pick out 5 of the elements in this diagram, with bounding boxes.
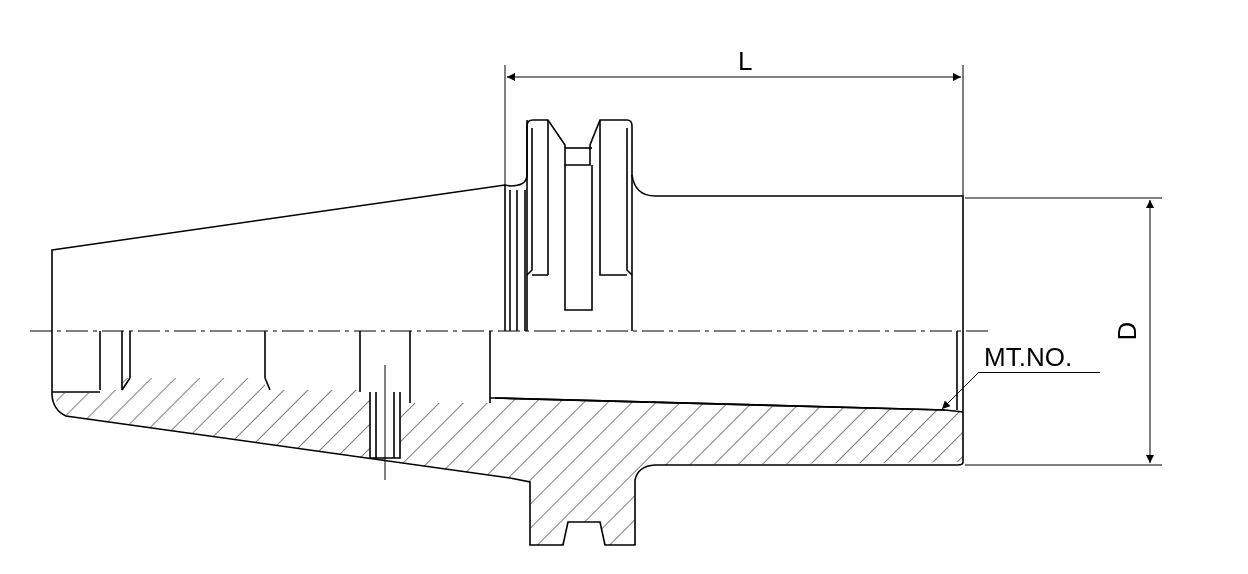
- leader-line: [941, 372, 979, 410]
- dimension-label: D: [1114, 321, 1141, 341]
- dimension-label: L: [738, 48, 753, 74]
- part-label: MT.NO.: [978, 344, 1100, 373]
- taper-bore-line: [494, 397, 946, 411]
